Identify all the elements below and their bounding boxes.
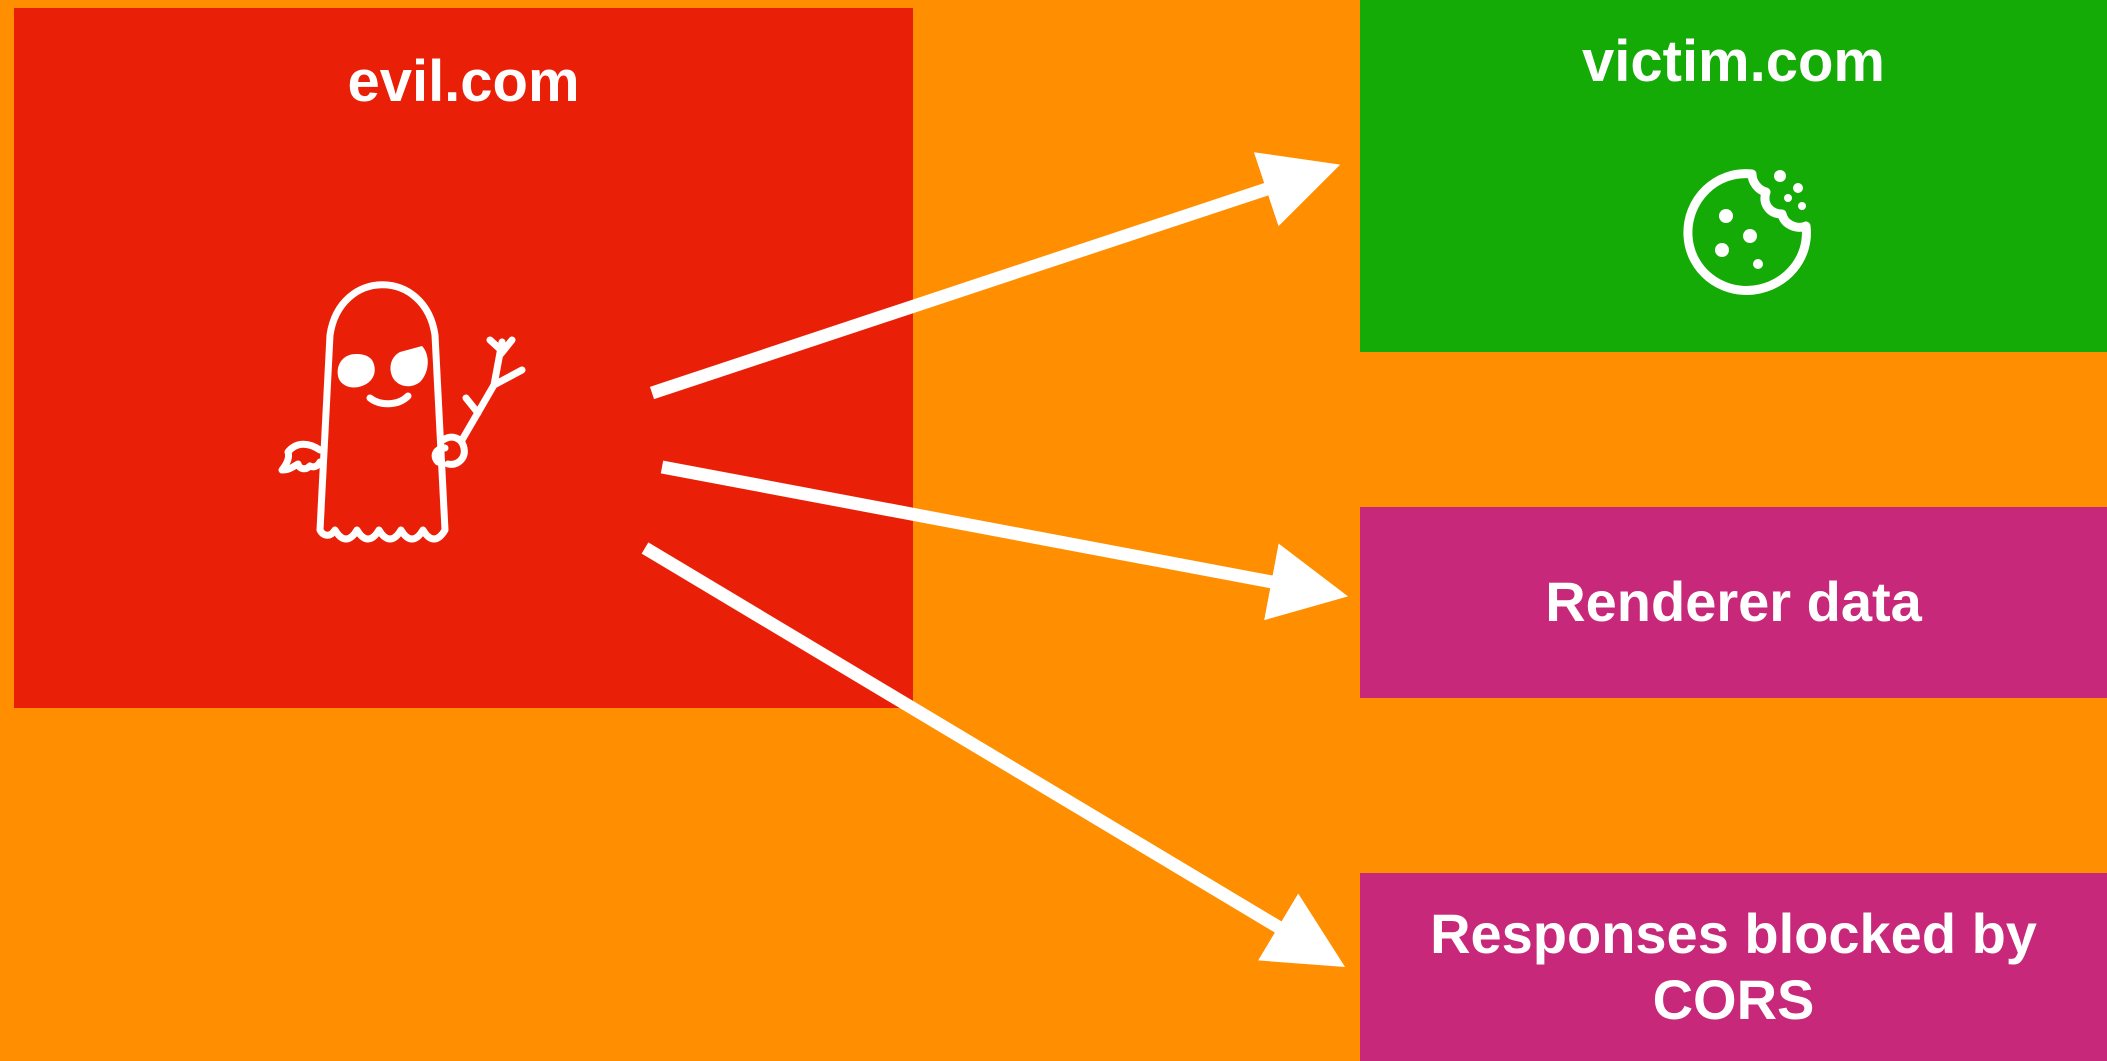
cookie-icon: [1683, 169, 1811, 295]
evil-origin-title: evil.com: [347, 49, 580, 114]
spectre-ghost-icon: [278, 281, 526, 543]
cors-blocked-box: Responses blocked by CORS: [1360, 873, 2107, 1061]
victim-origin-title: victim.com: [1582, 29, 1885, 94]
cors-blocked-label: Responses blocked by CORS: [1430, 901, 2037, 1031]
renderer-data-box: Renderer data: [1360, 507, 2107, 698]
renderer-data-label: Renderer data: [1545, 570, 1922, 634]
